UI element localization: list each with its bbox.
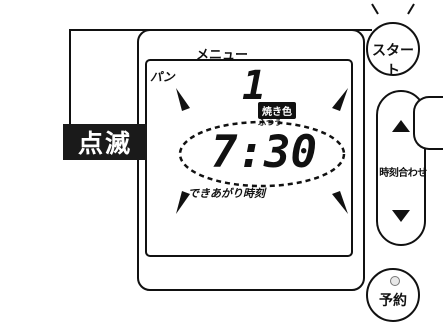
yaki-badge: 焼き色 (258, 102, 296, 119)
blink-ray-icon (332, 191, 348, 214)
blink-ray-icon (176, 88, 190, 111)
start-button[interactable]: スタート (366, 22, 420, 79)
arrow-up-icon[interactable] (392, 120, 410, 132)
bread-label: パン (150, 70, 175, 84)
blink-ray-icon (371, 3, 379, 15)
blink-ray-icon (407, 3, 415, 15)
clock-time-display: 7:30 (211, 127, 317, 178)
dekiagari-label: できあがり時刻 (188, 187, 265, 200)
blink-ray-icon (176, 191, 190, 214)
menu-title: メニュー (195, 48, 248, 63)
reserve-button[interactable]: 予約 (366, 268, 420, 322)
blink-ray-icon (332, 88, 348, 111)
finger-icon (413, 96, 443, 150)
led-dot-icon (390, 276, 400, 286)
blink-label: 点滅 (63, 124, 147, 160)
time-adjust-label: 時刻合わせ (379, 168, 427, 179)
reserve-button-label: 予約 (379, 293, 407, 309)
arrow-down-icon[interactable] (392, 210, 410, 222)
yaki-sub: ふつう (258, 118, 282, 127)
start-button-label: スタート (372, 43, 414, 79)
blink-oval (178, 120, 346, 188)
menu-number: 1 (242, 63, 267, 109)
